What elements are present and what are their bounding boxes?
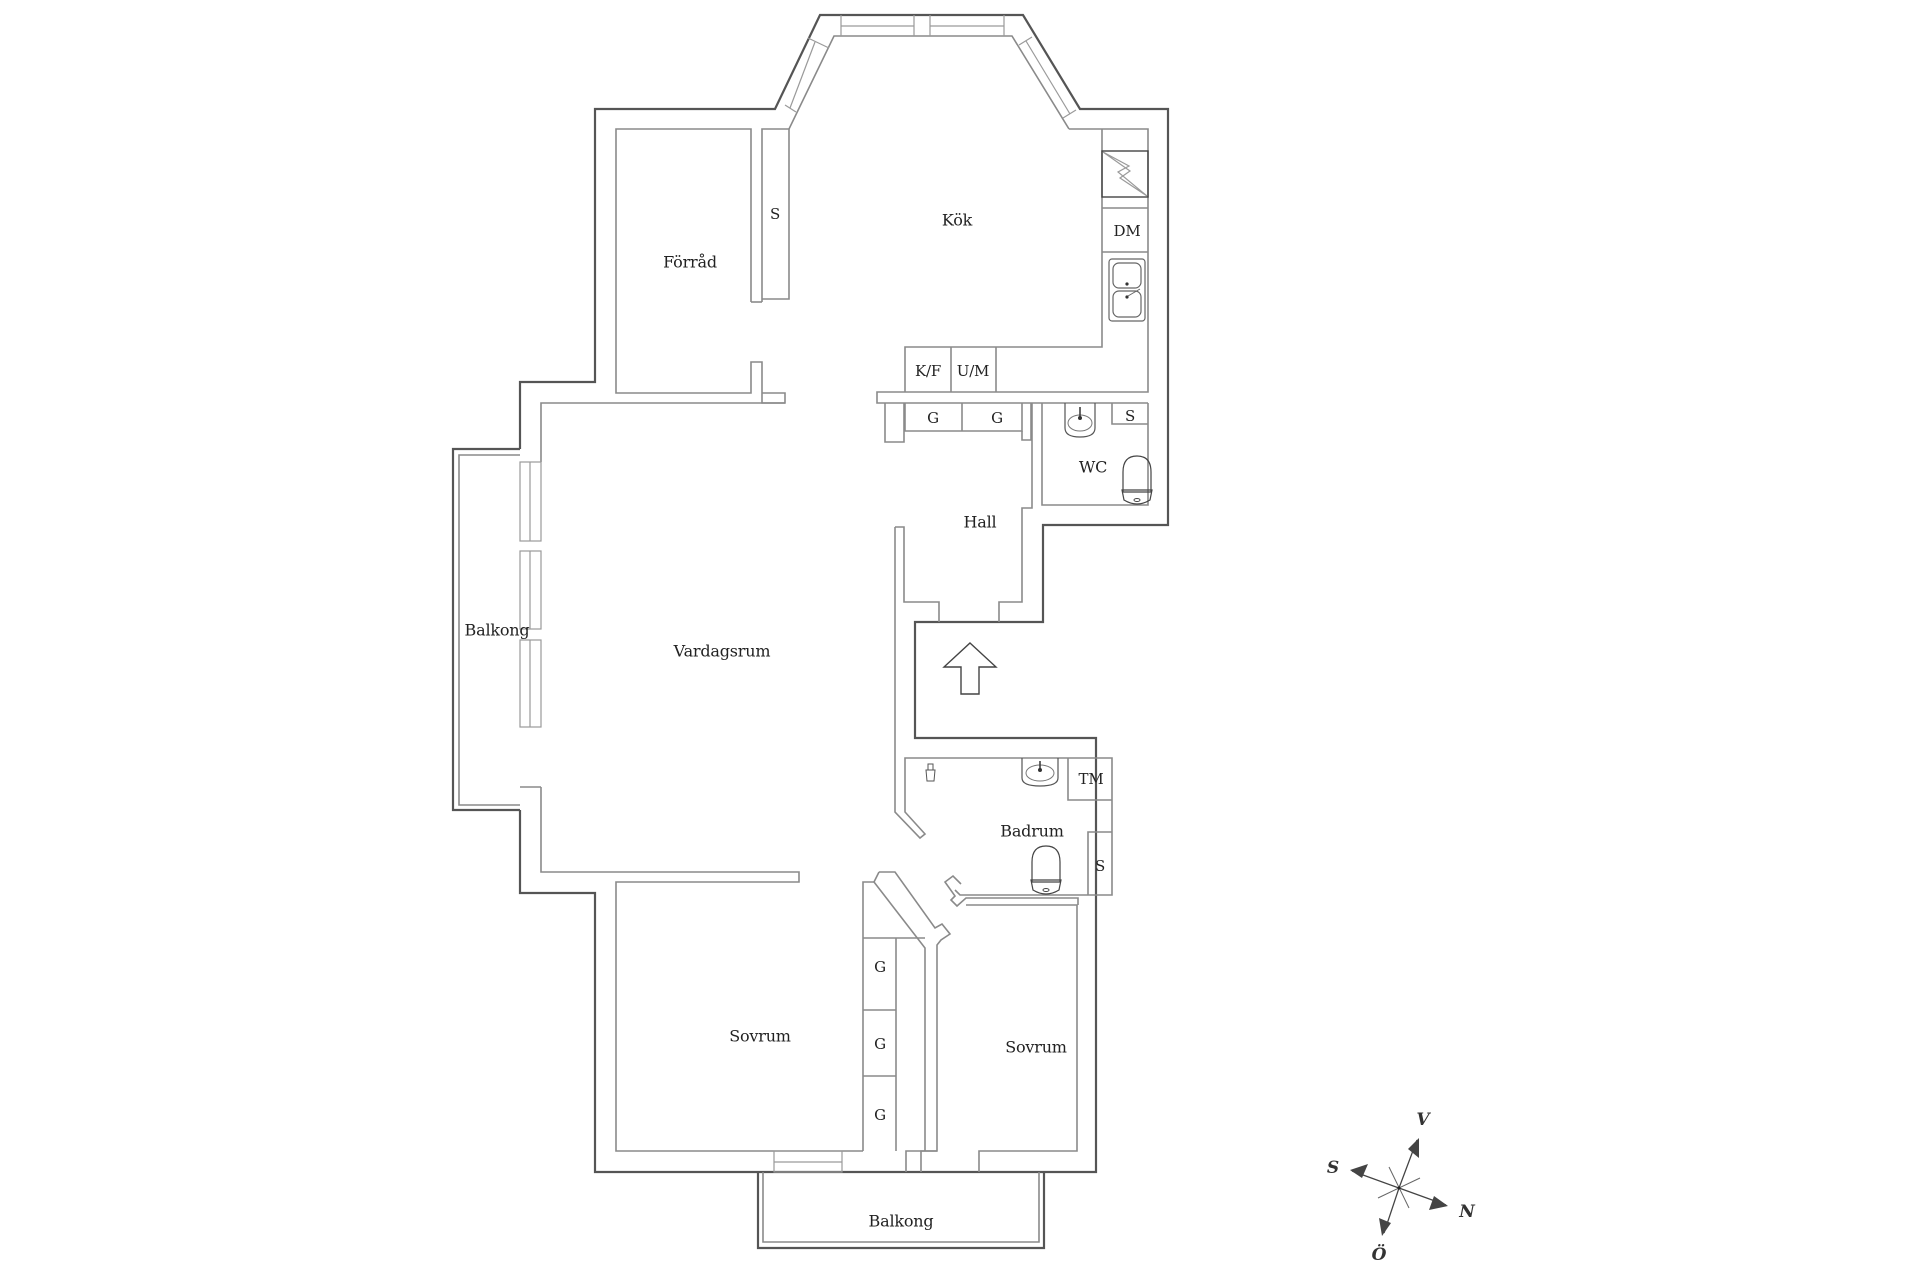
bay-window (784, 15, 1077, 130)
room-label-storage: Förråd (663, 252, 717, 272)
room-label-wc: WC (1078, 457, 1108, 477)
bedroom-walls (773, 871, 1078, 1173)
sink-icon (1108, 258, 1146, 322)
fixture-label-bedroom-wardrobe-3: G (874, 1106, 886, 1124)
room-label-balcony-south: Balkong (868, 1211, 934, 1231)
fixture-label-fridge-freezer: K/F (914, 362, 942, 380)
room-label-bathroom: Badrum (1000, 821, 1064, 841)
hall-walls (884, 403, 1033, 808)
outer-wall (518, 13, 1170, 1174)
west-balcony (451, 447, 542, 812)
compass-label-east: Ö (1371, 1245, 1387, 1265)
room-label-bedroom-1: Sovrum (729, 1026, 791, 1046)
wc-sink-icon (1064, 403, 1096, 438)
compass-icon (1350, 1138, 1448, 1236)
storage-room-walls (615, 128, 790, 404)
compass-label-west: V (1416, 1110, 1430, 1130)
fixture-label-hall-wardrobe-1: G (927, 409, 939, 427)
fixture-label-wc-cabinet: S (1124, 407, 1136, 425)
living-room-walls (540, 402, 863, 1152)
fixture-label-bedroom-wardrobe-1: G (874, 958, 886, 976)
bath-sink-icon (1021, 758, 1059, 787)
wc-walls (1031, 403, 1149, 506)
stove-icon (1101, 150, 1149, 198)
wc-toilet-icon (1121, 455, 1153, 505)
fixture-label-dishwasher: DM (1113, 222, 1141, 240)
bath-toilet-icon (1030, 845, 1062, 895)
fixture-label-oven-microwave: U/M (956, 362, 990, 380)
room-label-kitchen: Kök (941, 210, 973, 230)
fixture-label-bedroom-wardrobe-2: G (874, 1035, 886, 1053)
room-label-bedroom-2: Sovrum (1005, 1037, 1067, 1057)
fixture-label-washing-machine: TM (1078, 770, 1104, 788)
fixture-label-hall-wardrobe-2: G (991, 409, 1003, 427)
bathroom-walls (894, 757, 1113, 908)
entrance-arrow-icon (942, 642, 998, 695)
south-balcony (756, 1172, 1046, 1250)
room-label-hall: Hall (963, 512, 997, 532)
compass-label-south: S (1326, 1158, 1340, 1178)
fixture-label-bath-cabinet: S (1094, 857, 1106, 875)
shower-head-icon (925, 763, 936, 782)
kitchen-walls (876, 128, 1149, 404)
room-label-balcony-west: Balkong (464, 620, 530, 640)
fixture-label-storage-cabinet: S (769, 205, 781, 223)
room-label-living-room: Vardagsrum (673, 641, 771, 661)
compass-label-north: N (1459, 1202, 1475, 1222)
